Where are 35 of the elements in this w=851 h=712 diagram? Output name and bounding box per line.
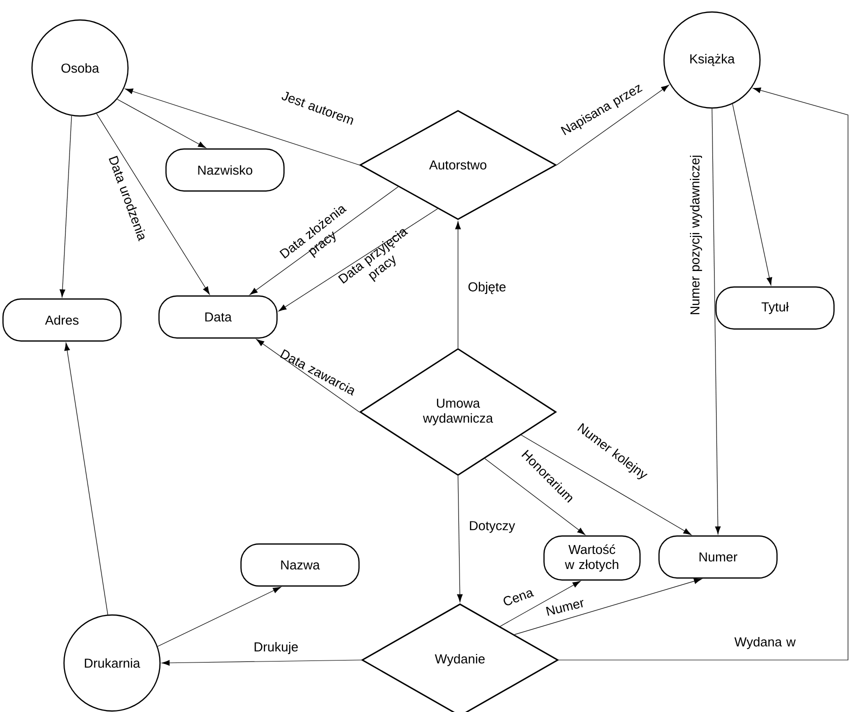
attribute-box: Data (158, 295, 278, 339)
edge-label: Wydana w (734, 636, 796, 650)
arrow (157, 586, 281, 647)
arrow (125, 88, 360, 166)
attribute-box: Nazwisko (165, 148, 285, 192)
arrow (278, 208, 438, 312)
arrow (484, 458, 586, 535)
arrow (256, 339, 360, 412)
edge-label: Jest autorem (282, 92, 354, 125)
attribute-box: Nazwa (240, 543, 360, 587)
edge-label: Numer (546, 600, 584, 616)
arrow (520, 434, 692, 535)
arrow (514, 578, 702, 635)
arrow (455, 221, 461, 348)
arrow (96, 113, 210, 295)
arrow (500, 580, 581, 627)
arrow (558, 88, 848, 660)
arrow (64, 342, 108, 615)
arrow (732, 104, 772, 286)
attribute-box: Wartość w złotych (543, 535, 641, 581)
edge-label: Numer pozycji wydawniczej (690, 156, 702, 314)
edge-label: Dotyczy (470, 521, 516, 533)
edge-label: Drukuje (254, 642, 298, 654)
attribute-box: Adres (2, 298, 122, 342)
arrow (250, 186, 398, 295)
arrow (457, 476, 463, 602)
edge-label: Cena (504, 590, 534, 606)
attribute-box: Tytuł (715, 286, 835, 330)
edge-label: Objęte (468, 282, 506, 294)
arrow (116, 98, 206, 148)
arrow (60, 116, 72, 298)
arrow (712, 108, 721, 534)
attribute-box: Numer (658, 535, 778, 579)
arrow (556, 84, 670, 166)
arrow (162, 660, 362, 666)
